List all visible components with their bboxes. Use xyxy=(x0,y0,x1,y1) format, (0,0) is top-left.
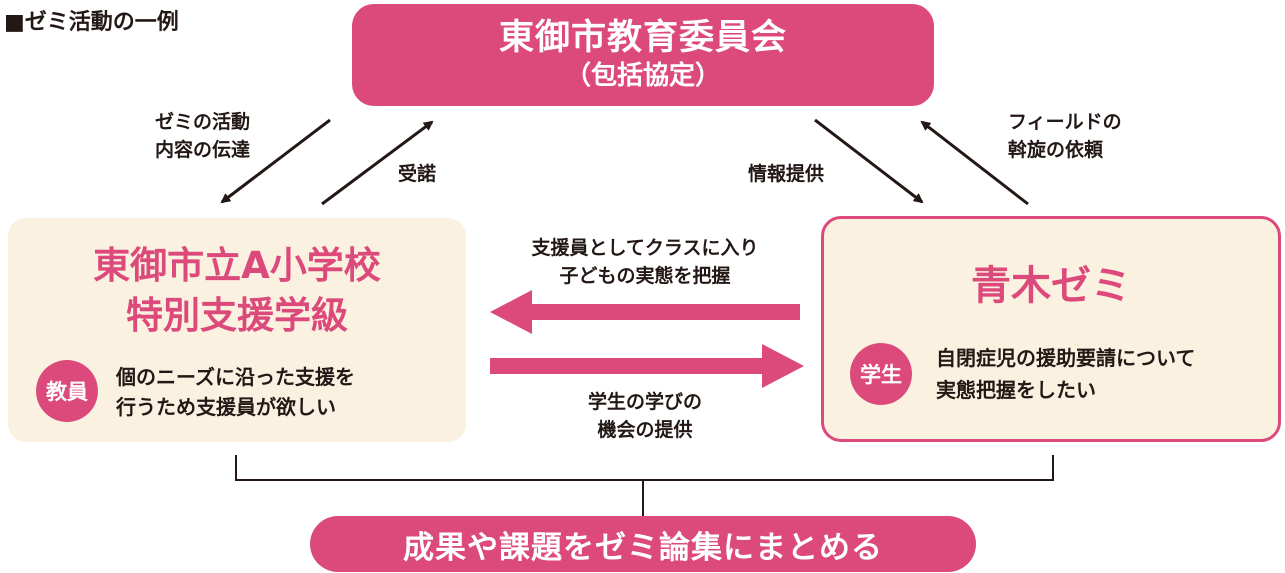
school-desc-1: 個のニーズに沿った支援を xyxy=(116,365,355,389)
zemi-desc-1: 自閉症児の援助要請について xyxy=(936,346,1196,370)
label-support: 支援員としてクラスに入り 子どもの実態を把握 xyxy=(531,237,759,287)
arrow-zemi-to-committee xyxy=(920,120,1029,206)
committee-note: （包括協定） xyxy=(564,61,721,91)
arrow-committee-to-school xyxy=(220,118,331,204)
diagram-heading: ■ゼミ活動の一例 xyxy=(4,10,179,35)
school-name: 東御市立A小学校 xyxy=(93,244,381,287)
arrow-school-to-zemi xyxy=(490,344,804,388)
label-share: ゼミの活動 内容の伝達 xyxy=(154,111,250,161)
arrow-school-to-committee xyxy=(321,120,434,206)
bottom-bracket xyxy=(235,455,1054,516)
student-badge: 学生 xyxy=(850,343,912,405)
label-info: 情報提供 xyxy=(748,163,825,185)
committee-box: 東御市教育委員会 （包括協定） xyxy=(352,4,934,106)
label-learn: 学生の学びの 機会の提供 xyxy=(587,391,702,441)
school-class: 特別支援学級 xyxy=(126,294,348,337)
school-box: 東御市立A小学校 特別支援学級 教員 個のニーズに沿った支援を 行うため支援員が… xyxy=(8,218,466,442)
arrow-committee-to-zemi xyxy=(814,118,924,204)
school-desc-2: 行うため支援員が欲しい xyxy=(116,395,336,419)
zemi-desc-2: 実態把握をしたい xyxy=(936,378,1096,402)
committee-name: 東御市教育委員会 xyxy=(498,18,787,58)
zemi-name: 青木ゼミ xyxy=(971,263,1131,309)
arrow-zemi-to-school xyxy=(490,290,800,334)
zemi-box: 青木ゼミ 学生 自閉症児の援助要請について 実態把握をしたい xyxy=(821,216,1281,442)
label-accept: 受諾 xyxy=(398,163,437,185)
teacher-badge: 教員 xyxy=(36,360,98,422)
summary-bar: 成果や課題をゼミ論集にまとめる xyxy=(310,516,976,572)
label-field: フィールドの 斡旋の依頼 xyxy=(1008,111,1122,161)
